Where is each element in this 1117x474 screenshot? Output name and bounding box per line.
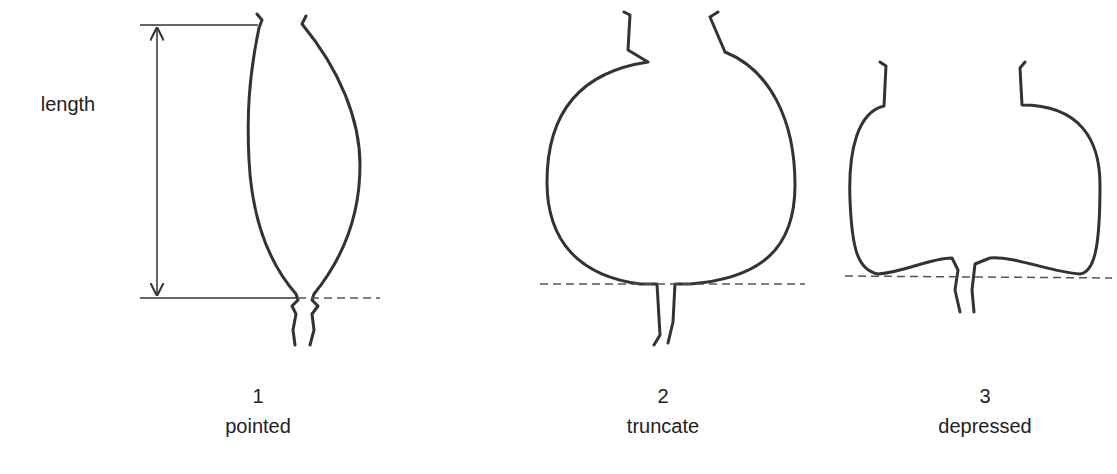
base-line <box>298 297 380 299</box>
dimension-extension-line <box>140 24 258 26</box>
length-dimension-arrow <box>156 27 158 296</box>
depressed-outline-left <box>850 62 960 312</box>
pointed-outline-right <box>302 16 360 345</box>
truncate-outline-right <box>668 12 795 343</box>
figure-caption: pointed <box>225 415 291 437</box>
figure-caption: depressed <box>938 415 1031 437</box>
base-line <box>845 276 1112 278</box>
figure-number: 2 <box>657 385 668 407</box>
dimension-extension-line <box>140 297 296 299</box>
pointed-outline-left <box>248 14 298 345</box>
figure-number: 1 <box>252 385 263 407</box>
depressed-outline-right <box>972 62 1100 312</box>
truncate-outline-left <box>547 12 660 345</box>
figure-caption: truncate <box>627 415 699 437</box>
base-line <box>540 283 805 285</box>
dimension-label: length <box>41 93 96 115</box>
figure-number: 3 <box>979 385 990 407</box>
